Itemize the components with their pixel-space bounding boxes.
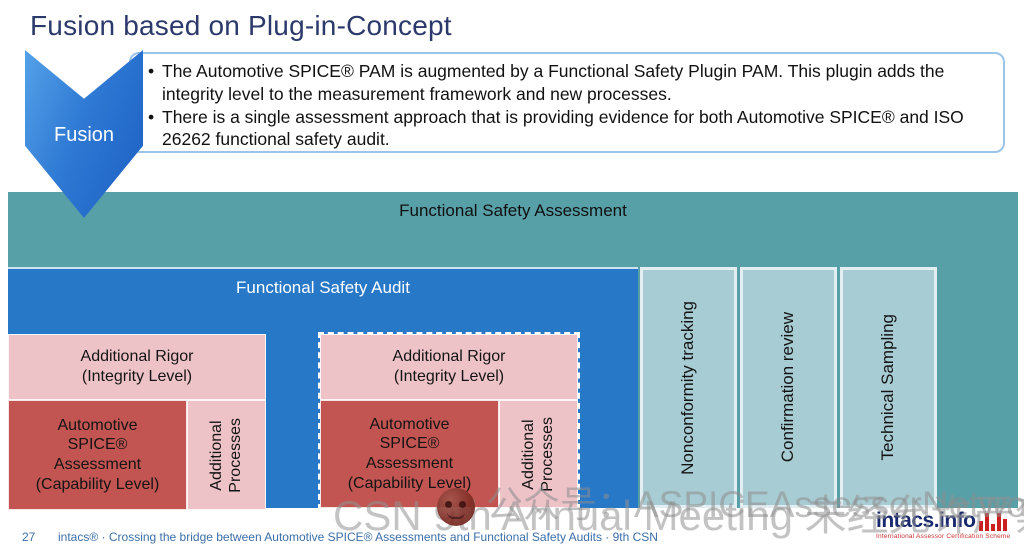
info-bullet-item: There is a single assessment approach th… xyxy=(147,106,993,152)
confirmation-review-label: Confirmation review xyxy=(778,312,798,463)
spice-line: (Capability Level) xyxy=(35,475,160,493)
nonconformity-tracking-label: Nonconformity tracking xyxy=(678,300,698,475)
processes-line: Additional xyxy=(208,419,226,491)
additional-processes-label: Additional Processes xyxy=(207,418,245,493)
spice-line: Automotive xyxy=(369,415,450,433)
assessment-group-base: Additional Rigor (Integrity Level) Autom… xyxy=(8,334,266,510)
confirmation-review-column: Confirmation review xyxy=(740,267,837,508)
technical-sampling-column: Technical Sampling xyxy=(840,267,937,508)
spice-line: SPICE® xyxy=(67,436,128,454)
functional-safety-audit-label: Functional Safety Audit xyxy=(236,278,410,297)
footer-text: intacs® · Crossing the bridge between Au… xyxy=(58,530,658,544)
info-callout-box: The Automotive SPICE® PAM is augmented b… xyxy=(129,52,1005,153)
intacs-logo: intacs.info International Assessor Certi… xyxy=(876,510,1010,540)
wechat-emoji-icon xyxy=(437,488,475,526)
spice-line: Assessment xyxy=(53,456,142,473)
additional-rigor-line: (Integrity Level) xyxy=(393,368,505,385)
technical-sampling-label: Technical Sampling xyxy=(878,314,898,461)
intacs-logo-text: intacs.info xyxy=(876,509,976,532)
functional-safety-assessment-label: Functional Safety Assessment xyxy=(399,201,627,220)
additional-processes-box: Additional Processes xyxy=(499,400,578,508)
spice-line: SPICE® xyxy=(379,435,440,453)
info-bullet-item: The Automotive SPICE® PAM is augmented b… xyxy=(147,60,993,106)
slide-title: Fusion based on Plug-in-Concept xyxy=(30,10,452,41)
safety-assessment-diagram: Functional Safety Assessment Functional … xyxy=(8,192,1018,510)
assessment-group-plugin-dashed: Additional Rigor (Integrity Level) Autom… xyxy=(318,332,580,510)
spice-line: (Capability Level) xyxy=(347,474,472,492)
additional-rigor-line: Additional Rigor xyxy=(392,348,506,365)
additional-rigor-line: (Integrity Level) xyxy=(81,368,193,385)
intacs-logo-row: intacs.info xyxy=(876,510,1010,531)
processes-line: Processes xyxy=(227,417,245,493)
page-number: 27 xyxy=(22,530,36,544)
processes-line: Processes xyxy=(539,416,557,492)
nonconformity-tracking-column: Nonconformity tracking xyxy=(640,267,737,508)
spice-line: Automotive xyxy=(57,416,138,434)
intacs-logo-bars-icon xyxy=(978,513,1009,531)
automotive-spice-assessment-box: Automotive SPICE® Assessment (Capability… xyxy=(8,400,187,510)
info-bullet-list: The Automotive SPICE® PAM is augmented b… xyxy=(147,60,993,151)
additional-processes-box: Additional Processes xyxy=(187,400,266,510)
intacs-logo-subtext: International Assessor Certification Sch… xyxy=(876,533,1011,540)
additional-rigor-box: Additional Rigor (Integrity Level) xyxy=(8,334,266,400)
additional-rigor-box: Additional Rigor (Integrity Level) xyxy=(320,334,578,400)
processes-line: Additional xyxy=(520,418,538,490)
automotive-spice-assessment-box: Automotive SPICE® Assessment (Capability… xyxy=(320,400,499,508)
spice-line: Assessment xyxy=(365,455,454,472)
additional-rigor-line: Additional Rigor xyxy=(80,348,194,365)
functional-safety-audit-box: Functional Safety Audit Additional Rigor… xyxy=(8,267,638,510)
fusion-arrow-label: Fusion xyxy=(53,123,115,146)
additional-processes-label: Additional Processes xyxy=(519,417,557,492)
